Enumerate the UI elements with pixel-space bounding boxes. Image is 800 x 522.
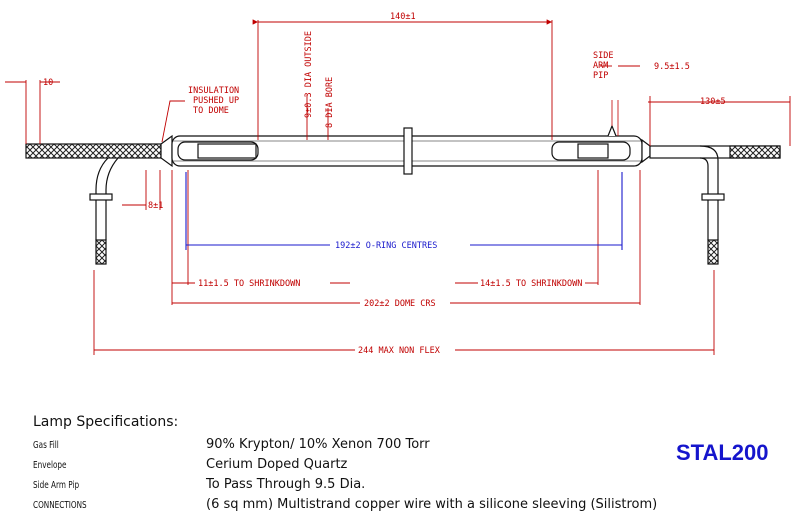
dim-dome: 202±2 DOME CRS <box>364 299 436 309</box>
spec-value: 90% Krypton/ 10% Xenon 700 Torr <box>206 437 430 452</box>
specs-title: Lamp Specifications: <box>33 414 179 430</box>
lamp-technical-drawing: 140±1 10 INSULATION PUSHED UP TO DOME 9±… <box>5 12 791 356</box>
dim-oring: 192±2 O-RING CENTRES <box>335 241 437 251</box>
dim-lead-right: 130±5 <box>700 97 726 107</box>
spec-label: Envelope <box>33 460 67 471</box>
spec-row: CONNECTIONS (6 sq mm) Multistrand copper… <box>0 497 800 515</box>
side-arm-pip <box>607 124 617 137</box>
dim-shrink-right: 14±1.5 TO SHRINKDOWN <box>480 279 582 289</box>
side-arm-label-1: SIDE <box>593 51 613 61</box>
insulation-note-2: PUSHED UP <box>193 96 239 106</box>
spec-value: To Pass Through 9.5 Dia. <box>206 477 366 492</box>
spec-row: Gas Fill 90% Krypton/ 10% Xenon 700 Torr <box>0 437 800 455</box>
insulation-note-3: TO DOME <box>193 106 229 116</box>
dim-top-length: 140±1 <box>390 12 416 22</box>
spec-label: CONNECTIONS <box>33 500 87 511</box>
left-braided-lead <box>25 143 162 159</box>
spec-label: Side Arm Pip <box>33 480 80 491</box>
lamp-body <box>25 100 781 265</box>
dim-outside-dia: 9±0.3 DIA OUTSIDE <box>304 31 314 118</box>
lamp-specifications: Lamp Specifications: Gas Fill 90% Krypto… <box>0 410 800 522</box>
left-vertical-lead <box>95 157 109 240</box>
dim-overall: 244 MAX NON FLEX <box>358 346 441 356</box>
dim-lead-left: 10 <box>43 78 53 88</box>
dim-bore-dia: 8 DIA BORE <box>325 77 335 128</box>
spec-label: Gas Fill <box>33 440 59 451</box>
spec-value: (6 sq mm) Multistrand copper wire with a… <box>206 497 658 512</box>
right-vertical-lead <box>699 145 719 240</box>
spec-row: Envelope Cerium Doped Quartz <box>0 457 800 475</box>
center-ring <box>403 127 413 175</box>
side-arm-label-3: PIP <box>593 71 608 81</box>
model-number: STAL200 <box>676 440 769 465</box>
spec-row: Side Arm Pip To Pass Through 9.5 Dia. <box>0 477 800 495</box>
side-arm-label-2: ARM <box>593 61 608 71</box>
dim-shrink-left: 11±1.5 TO SHRINKDOWN <box>198 279 300 289</box>
spec-value: Cerium Doped Quartz <box>206 457 348 472</box>
dim-left-offset: 8±1 <box>148 201 163 211</box>
dimension-lines <box>5 19 791 355</box>
insulation-note-1: INSULATION <box>188 86 239 96</box>
oring-dimension <box>185 172 623 250</box>
dim-side-arm: 9.5±1.5 <box>654 62 690 72</box>
